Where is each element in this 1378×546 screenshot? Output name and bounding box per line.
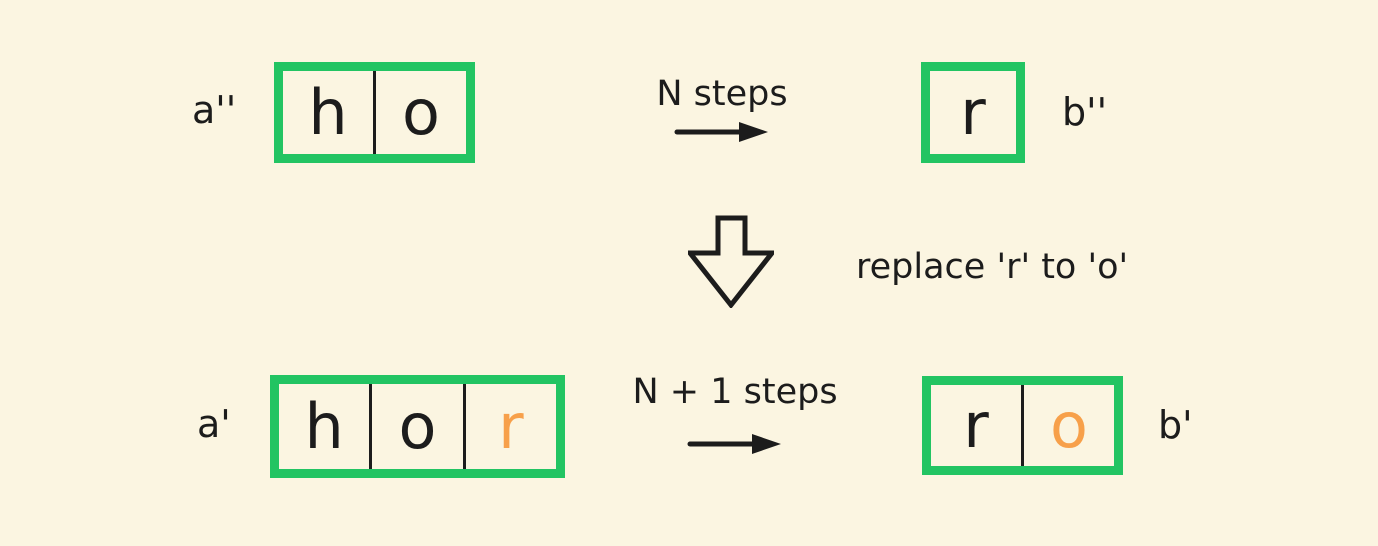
string-cell: h bbox=[283, 71, 376, 154]
string-box-b-double-prime: r bbox=[921, 62, 1025, 163]
string-cell: r bbox=[960, 75, 986, 149]
step-count-label: N + 1 steps bbox=[632, 372, 838, 412]
string-box-b-prime: r o bbox=[922, 376, 1123, 475]
step-count-label: N steps bbox=[656, 74, 788, 114]
string-cell: o bbox=[402, 75, 440, 149]
string-cell: o bbox=[372, 384, 466, 469]
transform-description: replace 'r' to 'o' bbox=[856, 247, 1129, 287]
right-arrow-icon bbox=[687, 434, 781, 454]
string-cell-highlighted: r bbox=[498, 389, 524, 463]
label-a-double-prime: a'' bbox=[192, 88, 237, 132]
right-arrow-icon bbox=[674, 122, 768, 142]
string-box-a-prime: h o r bbox=[270, 375, 565, 478]
down-arrow-icon bbox=[688, 215, 774, 308]
label-b-double-prime: b'' bbox=[1062, 90, 1108, 134]
label-b-prime: b' bbox=[1158, 403, 1193, 447]
step-annotation-bottom: N + 1 steps bbox=[632, 370, 838, 458]
string-cell: r bbox=[931, 385, 1024, 466]
string-cell-highlighted: o bbox=[1050, 388, 1088, 462]
step-annotation-top: N steps bbox=[622, 72, 822, 146]
string-cell: h bbox=[279, 384, 373, 469]
label-a-prime: a' bbox=[197, 402, 231, 446]
string-box-a-double-prime: h o bbox=[274, 62, 475, 163]
